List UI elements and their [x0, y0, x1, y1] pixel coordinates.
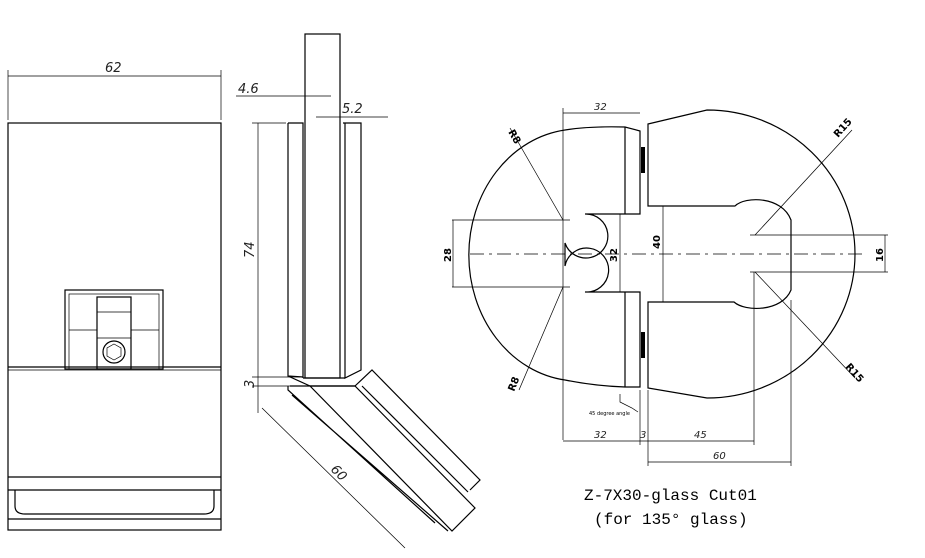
- angled-wall-right: [354, 369, 481, 493]
- side-view: 4.6 5.2 74 3 60: [236, 33, 481, 549]
- dim-top-32: 32: [594, 102, 607, 113]
- drawing-title: Z-7X30-glass Cut01: [584, 487, 757, 505]
- angled-wall-left: [287, 386, 449, 532]
- dim-3: 3: [243, 380, 258, 388]
- radius-leader: [509, 127, 564, 221]
- dim-40: 40: [652, 235, 663, 249]
- dim-gap-3: 3: [640, 430, 646, 441]
- dim-74: 74: [243, 241, 258, 258]
- right-clamp-piece: [647, 109, 856, 399]
- dim-16: 16: [875, 248, 886, 262]
- dim-5-2: 5.2: [342, 102, 363, 117]
- radius-r15-bottom: R15: [843, 362, 866, 385]
- dimension-line: [261, 407, 406, 549]
- front-view: 62: [7, 61, 222, 531]
- gasket-mark: [641, 147, 645, 173]
- angled-glass-panel: [308, 385, 476, 532]
- dim-60: 60: [327, 462, 349, 484]
- screw-housing-inner: [68, 293, 160, 370]
- plan-view: 32 28 32 40 16 R8 R8 R15 R15 45 degree a…: [443, 102, 888, 466]
- right-channel-wall: [343, 122, 362, 379]
- dim-28: 28: [443, 248, 454, 262]
- radius-r8-top: R8: [505, 128, 522, 146]
- base-groove: [14, 490, 215, 515]
- radius-leader: [518, 286, 564, 391]
- dim-60-total: 60: [713, 451, 726, 462]
- hex-screw-icon: [102, 340, 126, 364]
- radius-leader: [754, 129, 853, 236]
- dim-bottom-32: 32: [594, 430, 607, 441]
- dim-inner-32: 32: [609, 248, 620, 262]
- angle-note: 45 degree angle: [589, 411, 630, 417]
- screw-block: [96, 296, 132, 370]
- hex-socket: [106, 343, 122, 361]
- clamp-body: [7, 122, 222, 531]
- dim-45: 45: [694, 430, 707, 441]
- dim-width-62: 62: [105, 61, 122, 76]
- note-leader: [619, 394, 639, 413]
- radius-r8-bottom: R8: [507, 375, 523, 393]
- left-channel-wall: [287, 122, 311, 387]
- dim-4-6: 4.6: [238, 82, 259, 97]
- radius-leader: [754, 271, 856, 379]
- radius-r15-top: R15: [832, 117, 855, 140]
- gasket-mark: [641, 332, 645, 358]
- screw-housing: [64, 289, 164, 370]
- vertical-glass-panel: [304, 33, 341, 379]
- drawing-subtitle: (for 135° glass): [594, 511, 748, 529]
